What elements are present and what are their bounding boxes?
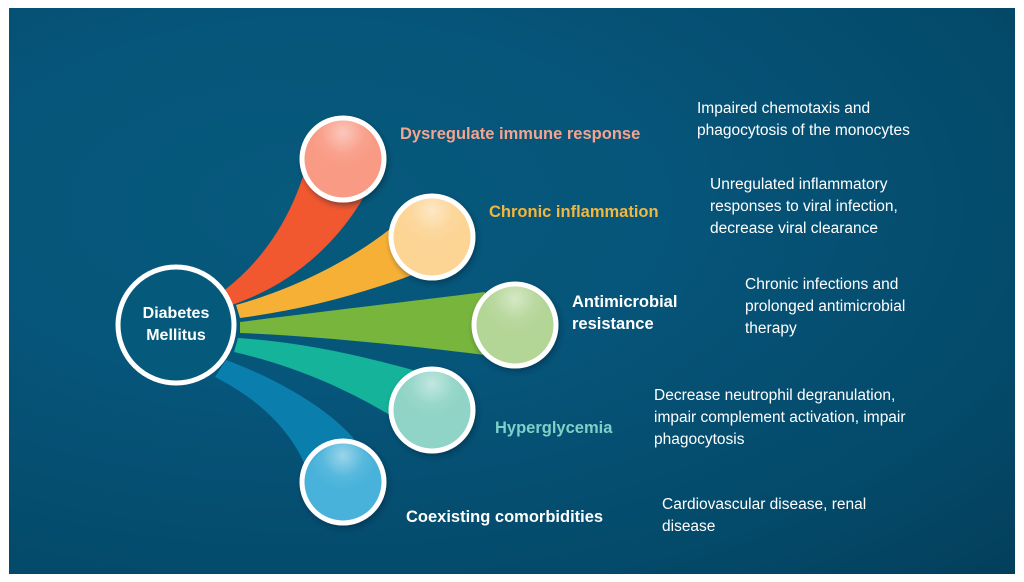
description-chronic-inflammation: Unregulated inflammatory responses to vi… bbox=[710, 174, 898, 240]
band-antimicrobial-resistance bbox=[240, 292, 485, 355]
description-line: decrease viral clearance bbox=[710, 220, 879, 237]
label-line: Coexisting comorbidities bbox=[406, 508, 604, 526]
description-antimicrobial-resistance: Chronic infections and prolonged antimic… bbox=[745, 274, 905, 340]
label-antimicrobial-resistance: Antimicrobial resistance bbox=[572, 291, 677, 335]
description-line: Cardiovascular disease, renal bbox=[662, 496, 867, 513]
center-label-line-2: Mellitus bbox=[146, 327, 206, 344]
band-dysregulate-immune-response bbox=[222, 170, 372, 305]
description-line: prolonged antimicrobial bbox=[745, 298, 906, 315]
band-chronic-inflammation bbox=[236, 225, 420, 318]
description-line: impair complement activation, impair bbox=[654, 409, 906, 426]
label-line: Dysregulate immune response bbox=[400, 125, 641, 143]
description-line: Impaired chemotaxis and bbox=[697, 100, 871, 117]
label-hyperglycemia: Hyperglycemia bbox=[495, 417, 612, 439]
description-line: Decrease neutrophil degranulation, bbox=[654, 387, 896, 404]
label-line: resistance bbox=[572, 315, 654, 333]
description-line: disease bbox=[662, 518, 716, 535]
label-chronic-inflammation: Chronic inflammation bbox=[489, 201, 659, 223]
description-line: Chronic infections and bbox=[745, 276, 899, 293]
node-antimicrobial-resistance bbox=[471, 281, 559, 369]
description-hyperglycemia: Decrease neutrophil degranulation, impai… bbox=[654, 385, 906, 451]
description-line: phagocytosis bbox=[654, 431, 745, 448]
label-line: Hyperglycemia bbox=[495, 419, 613, 437]
center-node bbox=[115, 264, 237, 386]
description-line: Unregulated inflammatory bbox=[710, 176, 888, 193]
label-line: Antimicrobial bbox=[572, 293, 678, 311]
label-dysregulate-immune-response: Dysregulate immune response bbox=[400, 123, 640, 145]
node-coexisting-comorbidities bbox=[299, 438, 387, 526]
description-dysregulate-immune-response: Impaired chemotaxis and phagocytosis of … bbox=[697, 98, 910, 142]
band-hyperglycemia bbox=[234, 338, 420, 418]
label-coexisting-comorbidities: Coexisting comorbidities bbox=[406, 506, 603, 528]
description-line: therapy bbox=[745, 320, 797, 337]
description-line: phagocytosis of the monocytes bbox=[697, 122, 910, 139]
center-label: Diabetes Mellitus bbox=[116, 265, 236, 385]
center-label-line-1: Diabetes bbox=[142, 305, 210, 322]
band-coexisting-comorbidities bbox=[215, 360, 355, 465]
node-hyperglycemia bbox=[388, 366, 476, 454]
label-line: Chronic inflammation bbox=[489, 203, 659, 221]
node-dysregulate-immune-response bbox=[299, 115, 387, 203]
description-line: responses to viral infection, bbox=[710, 198, 898, 215]
node-chronic-inflammation bbox=[388, 193, 476, 281]
description-coexisting-comorbidities: Cardiovascular disease, renal disease bbox=[662, 494, 866, 538]
